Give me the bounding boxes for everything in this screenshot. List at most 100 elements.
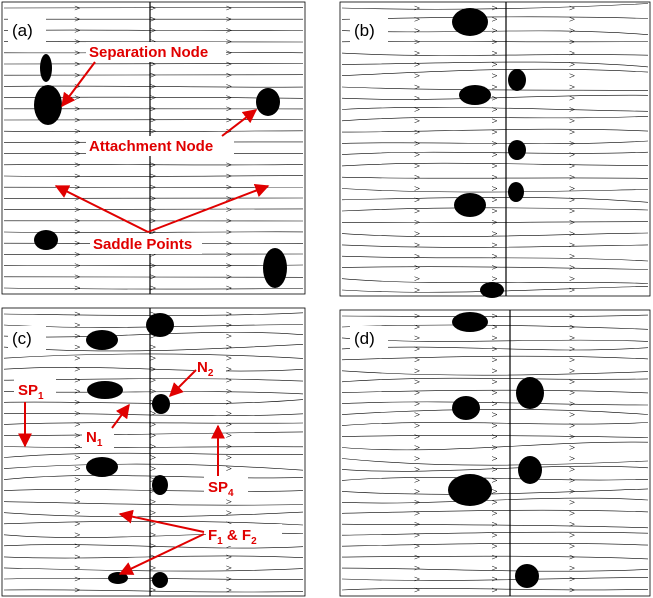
f1-blob: [86, 457, 118, 477]
streamline-arrowhead: [491, 543, 498, 549]
streamline-arrowhead: [569, 401, 576, 406]
streamline-arrowhead: [569, 242, 576, 248]
panel-d-focus-top: [452, 312, 488, 332]
streamline-arrowhead: [491, 335, 498, 341]
streamline: [341, 477, 649, 481]
streamline-arrowhead: [569, 500, 576, 505]
streamline-arrowhead: [226, 311, 232, 317]
streamline-arrowhead: [414, 186, 421, 191]
streamline-arrowhead: [150, 444, 157, 449]
streamline-arrowhead: [569, 129, 576, 135]
streamline-arrowhead: [491, 73, 498, 78]
streamline-arrowhead: [414, 174, 421, 180]
panel-c-node-bottom: [152, 572, 168, 588]
streamline-arrowhead: [414, 39, 421, 45]
attachment-node-blob: [256, 88, 280, 116]
streamline: [3, 501, 304, 506]
streamline-arrowhead: [150, 411, 157, 416]
streamline-arrowhead: [74, 61, 81, 67]
streamline-arrowhead: [491, 17, 498, 22]
streamline-arrowhead: [74, 333, 81, 339]
saddle-blob-right: [263, 248, 287, 288]
streamline: [341, 465, 649, 472]
panel-d-streamlines: [341, 313, 649, 593]
streamline-arrowhead: [569, 220, 576, 225]
streamline-arrowhead: [226, 5, 232, 11]
streamline: [341, 140, 649, 145]
streamline-arrowhead: [74, 28, 81, 33]
panel-d-node-3: [515, 564, 539, 588]
panel-b-focus-2: [459, 85, 491, 105]
streamline: [341, 408, 649, 415]
streamline-arrowhead: [74, 543, 81, 549]
streamline: [341, 488, 649, 495]
panel-a: (a) Separation Node Attachment Node Sadd…: [1, 1, 306, 295]
streamline: [3, 452, 304, 458]
streamline-arrowhead: [226, 587, 232, 593]
streamline-arrowhead: [226, 333, 232, 339]
panel-c-streamlines: [3, 311, 304, 593]
panel-b-node-1: [508, 69, 526, 91]
streamline-arrowhead: [226, 252, 232, 257]
streamline-arrowhead: [414, 84, 421, 90]
streamline-arrowhead: [491, 489, 498, 494]
streamline-arrowhead: [74, 285, 81, 291]
streamline-arrowhead: [226, 72, 232, 78]
streamline-arrowhead: [491, 129, 498, 135]
streamline-arrowhead: [226, 510, 232, 515]
streamline-arrowhead: [569, 28, 576, 33]
streamline-arrowhead: [491, 197, 498, 203]
panel-b-focus-1: [452, 8, 488, 36]
streamline-arrowhead: [569, 587, 576, 593]
streamline-arrowhead: [74, 72, 81, 78]
streamline-arrowhead: [226, 184, 232, 190]
streamline-arrowhead: [414, 231, 421, 236]
streamline-arrowhead: [150, 61, 157, 67]
streamline-arrowhead: [414, 73, 421, 78]
panel-b-label: (b): [354, 21, 375, 40]
streamline-arrowhead: [491, 434, 498, 439]
streamline-arrowhead: [150, 499, 157, 504]
streamline-arrowhead: [491, 467, 498, 472]
streamline-arrowhead: [150, 162, 157, 168]
n1-arrow: [111, 403, 130, 429]
streamline-arrowhead: [569, 231, 576, 236]
streamline: [341, 116, 649, 122]
streamline-arrowhead: [226, 117, 232, 123]
streamline: [341, 567, 649, 572]
streamline-arrowhead: [491, 163, 498, 169]
saddle-points-label-bg: [90, 234, 202, 254]
separation-node-label-bg: [86, 42, 226, 62]
streamline-arrowhead: [150, 274, 157, 280]
streamline-arrowhead: [150, 521, 157, 527]
streamline: [341, 422, 649, 426]
streamline-arrowhead: [569, 62, 576, 67]
panel-c-frame: [1, 307, 306, 597]
n2-label-bg: [194, 356, 226, 376]
panel-c: (c) SP1 N1 N2 SP4 F1 & F2: [1, 307, 306, 597]
streamline-arrowhead: [150, 95, 157, 100]
streamline-arrowhead: [491, 220, 498, 225]
streamline: [3, 412, 304, 417]
streamline-arrowhead: [74, 366, 81, 372]
streamline-arrowhead: [226, 207, 232, 212]
streamline-arrowhead: [569, 357, 576, 363]
streamline-arrowhead: [414, 390, 421, 395]
streamline-arrowhead: [414, 412, 421, 417]
streamline-arrowhead: [150, 263, 157, 268]
streamline: [341, 221, 649, 223]
streamline-arrowhead: [150, 285, 157, 291]
panel-d-label: (d): [354, 329, 375, 348]
streamline-arrowhead: [414, 521, 421, 527]
streamline-arrowhead: [74, 162, 81, 168]
sp4-label: SP4: [208, 479, 234, 499]
streamline-arrowhead: [74, 140, 81, 145]
streamline-arrowhead: [74, 510, 81, 515]
panel-d-focus-2: [448, 474, 492, 506]
streamline: [3, 276, 304, 278]
streamline-arrowhead: [414, 220, 421, 225]
streamline: [341, 509, 649, 514]
streamline: [341, 162, 649, 167]
n1-label: N1: [86, 429, 103, 449]
streamline-arrowhead: [150, 207, 157, 212]
